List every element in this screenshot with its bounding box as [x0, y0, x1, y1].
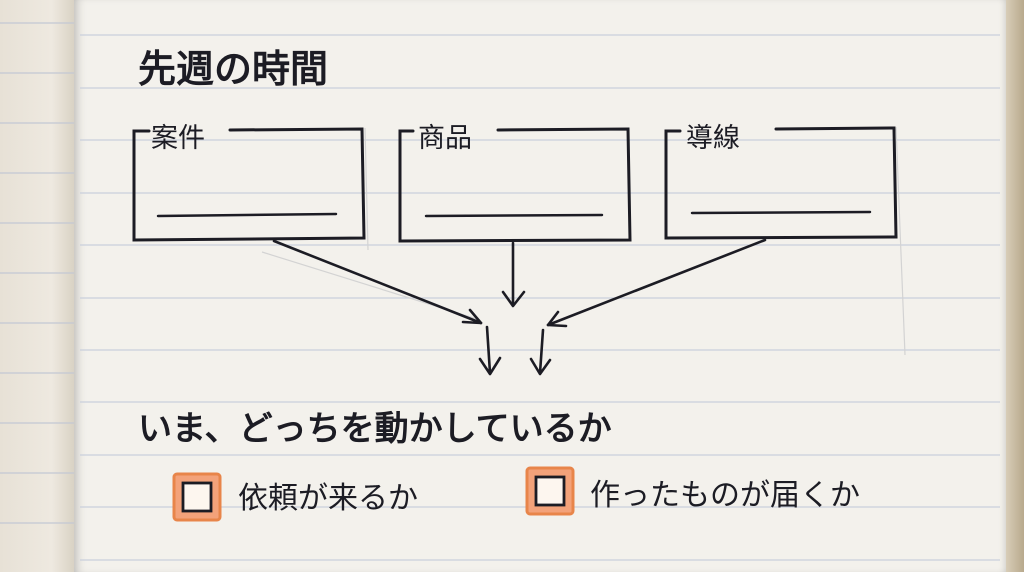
left-page	[0, 0, 74, 572]
box-2	[398, 127, 632, 243]
box-2-label: 商品	[418, 123, 472, 154]
box-1-label: 案件	[151, 123, 205, 154]
page-edge	[1006, 0, 1024, 572]
option-2-label: 作ったものが届くか	[590, 478, 860, 513]
flow-arrows	[272, 238, 767, 376]
page-title: 先週の時間	[138, 47, 328, 91]
box-1	[132, 127, 366, 242]
option-1-label: 依頼が来るか	[238, 481, 418, 516]
box-3-label: 導線	[686, 123, 740, 154]
box-3	[664, 126, 898, 240]
left-page-lines	[0, 22, 74, 524]
option-2-checkbox[interactable]	[525, 466, 575, 516]
ruled-lines	[80, 34, 1000, 561]
question-heading: いま、どっちを動かしているか	[138, 409, 612, 449]
option-1-checkbox[interactable]	[172, 472, 222, 522]
